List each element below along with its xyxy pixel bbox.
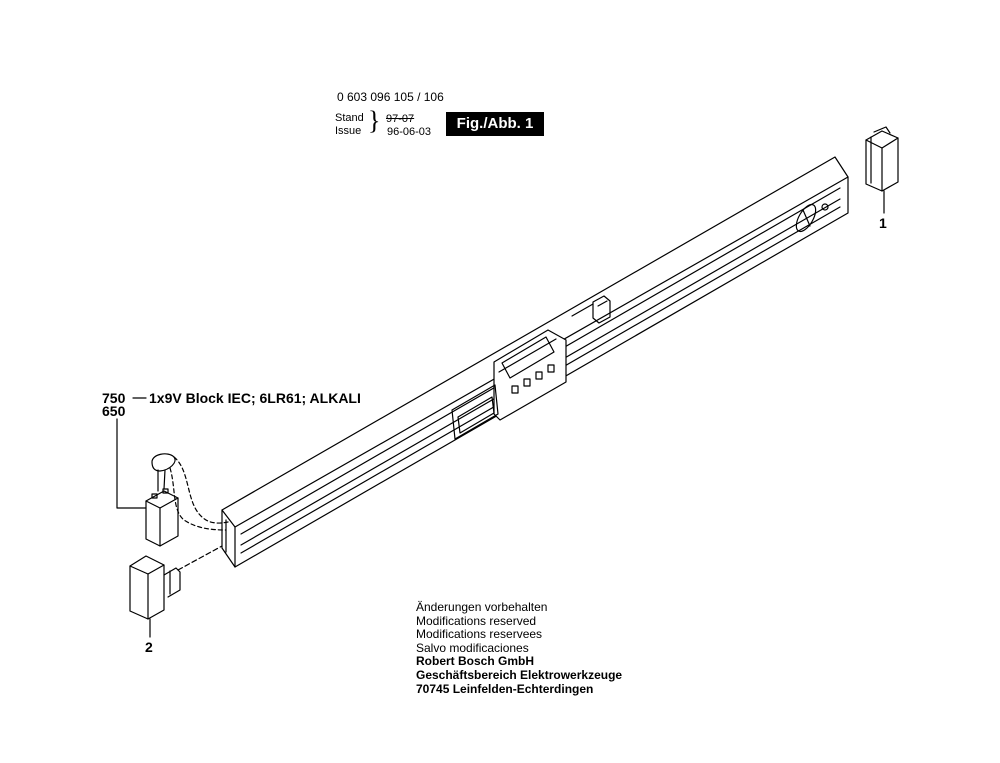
battery-description: 1x9V Block IEC; 6LR61; ALKALI bbox=[149, 390, 361, 406]
old-date: 97-07 bbox=[386, 113, 415, 125]
display-button-1 bbox=[511, 385, 519, 394]
display-button-3 bbox=[535, 371, 543, 380]
stand-label: Stand bbox=[335, 112, 364, 124]
issue-label: Issue bbox=[335, 125, 362, 137]
battery-clip bbox=[151, 453, 176, 472]
end-cap-2 bbox=[129, 555, 165, 620]
callout-number-2: 2 bbox=[145, 639, 153, 655]
lower-display-panel bbox=[451, 384, 499, 440]
figure-label: Fig./Abb. 1 bbox=[446, 112, 544, 136]
notes-block: Änderungen vorbehalten Modifications res… bbox=[416, 600, 623, 696]
callout-650-leader bbox=[116, 418, 147, 509]
display-button-2 bbox=[523, 378, 531, 387]
vial-block bbox=[592, 295, 611, 324]
battery-wire bbox=[173, 456, 229, 524]
company-address: 70745 Leinfelden-Echterdingen bbox=[416, 681, 594, 696]
modification-note-de: Änderungen vorbehalten bbox=[416, 600, 548, 614]
part-number: 0 603 096 105 / 106 bbox=[337, 90, 444, 104]
brace-glyph: } bbox=[368, 106, 381, 135]
battery-block bbox=[145, 490, 179, 547]
modification-note-fr: Modifications reservees bbox=[416, 627, 543, 642]
modification-note-es: Salvo modificaciones bbox=[416, 640, 529, 655]
issue-date: 96-06-03 bbox=[387, 126, 432, 138]
vial-window bbox=[795, 203, 817, 233]
callout-number-650: 650 bbox=[102, 403, 126, 419]
callout-number-750: 750 bbox=[102, 390, 126, 406]
display-housing bbox=[493, 329, 567, 421]
company-name: Robert Bosch GmbH bbox=[416, 654, 535, 669]
hang-hole bbox=[821, 203, 829, 211]
level-end-face bbox=[221, 509, 236, 568]
company-division: Geschäftsbereich Elektrowerkzeuge bbox=[416, 667, 623, 682]
display-button-4 bbox=[547, 364, 555, 373]
modification-note-en: Modifications reserved bbox=[416, 613, 537, 628]
display-window bbox=[501, 336, 555, 379]
callout-number-1: 1 bbox=[879, 215, 887, 231]
